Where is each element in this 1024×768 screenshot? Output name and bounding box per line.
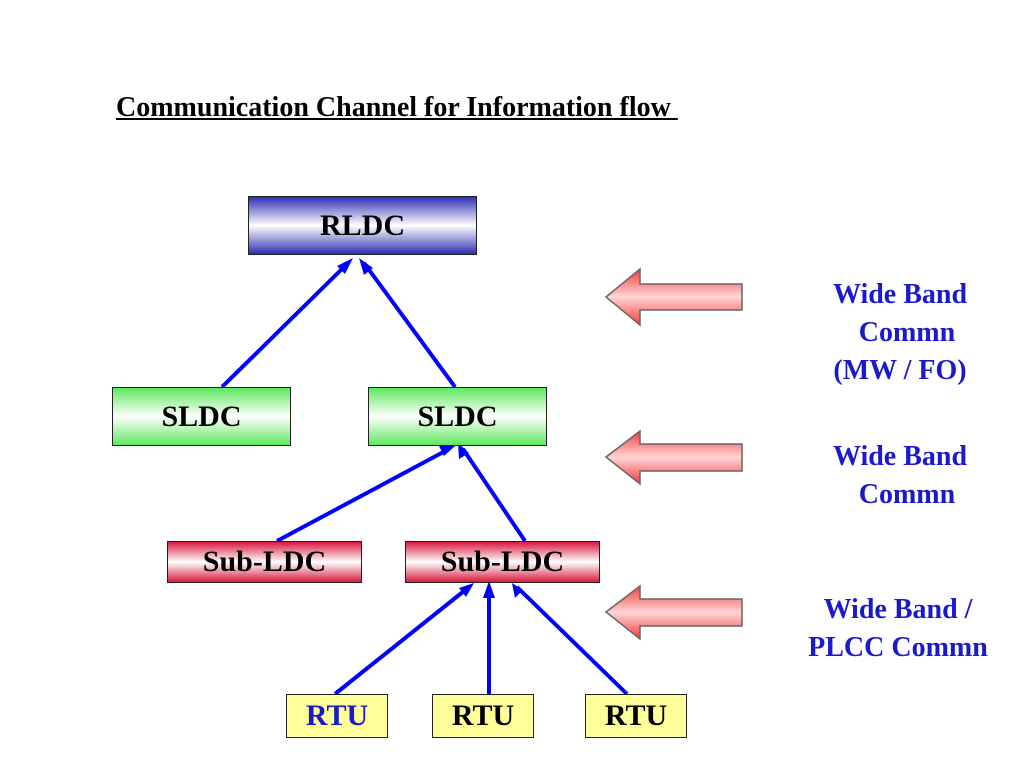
label-line: (MW / FO) xyxy=(833,355,967,386)
link-sldc2-to-rldc xyxy=(362,261,457,389)
node-rtu-middle: RTU xyxy=(432,694,534,738)
label-wide-band-plcc: Wide Band / PLCC Commn xyxy=(780,591,1016,667)
label-line: Commn xyxy=(844,317,956,348)
arrowhead xyxy=(458,443,469,459)
node-rldc: RLDC xyxy=(248,196,477,255)
node-subldc-right: Sub-LDC xyxy=(405,541,600,583)
node-rldc-label: RLDC xyxy=(319,208,405,242)
label-line: Wide Band / xyxy=(823,594,973,625)
node-rtu-middle-label: RTU xyxy=(451,699,515,732)
label-wide-band: Wide Band Commn xyxy=(808,438,992,514)
link-rtu3-to-subldc2 xyxy=(515,585,629,696)
label-line: Commn xyxy=(844,479,956,510)
node-rtu-right-label: RTU xyxy=(604,699,668,732)
node-rtu-left: RTU xyxy=(286,694,388,738)
band-arrow-bottom xyxy=(604,584,743,641)
label-line: PLCC Commn xyxy=(808,632,988,663)
node-sldc-left: SLDC xyxy=(112,387,291,446)
label-wide-band-mw-fo: Wide Band Commn (MW / FO) xyxy=(808,276,992,390)
node-sldc-right-label: SLDC xyxy=(417,399,498,433)
label-line: Wide Band xyxy=(832,279,968,310)
band-arrow-top xyxy=(604,267,743,327)
node-sldc-right: SLDC xyxy=(368,387,547,446)
link-sldc1-to-rldc xyxy=(220,261,350,389)
node-rtu-left-label: RTU xyxy=(305,699,369,732)
label-line: Wide Band xyxy=(832,441,968,472)
band-arrow-middle xyxy=(604,429,743,486)
page-title: Communication Channel for Information fl… xyxy=(116,92,678,123)
node-subldc-left-label: Sub-LDC xyxy=(202,545,327,578)
arrowhead xyxy=(512,583,523,598)
node-subldc-right-label: Sub-LDC xyxy=(440,545,565,578)
node-subldc-left: Sub-LDC xyxy=(167,541,362,583)
node-rtu-right: RTU xyxy=(585,694,687,738)
node-sldc-left-label: SLDC xyxy=(161,399,242,433)
link-rtu1-to-subldc2 xyxy=(333,585,471,696)
arrowhead xyxy=(483,581,495,598)
arrowhead xyxy=(459,583,474,597)
arrowhead xyxy=(337,258,353,274)
arrowhead xyxy=(359,258,373,275)
link-subldc1-to-sldc2 xyxy=(276,447,450,543)
arrowhead xyxy=(439,446,455,456)
link-subldc2-to-sldc2 xyxy=(461,447,527,543)
